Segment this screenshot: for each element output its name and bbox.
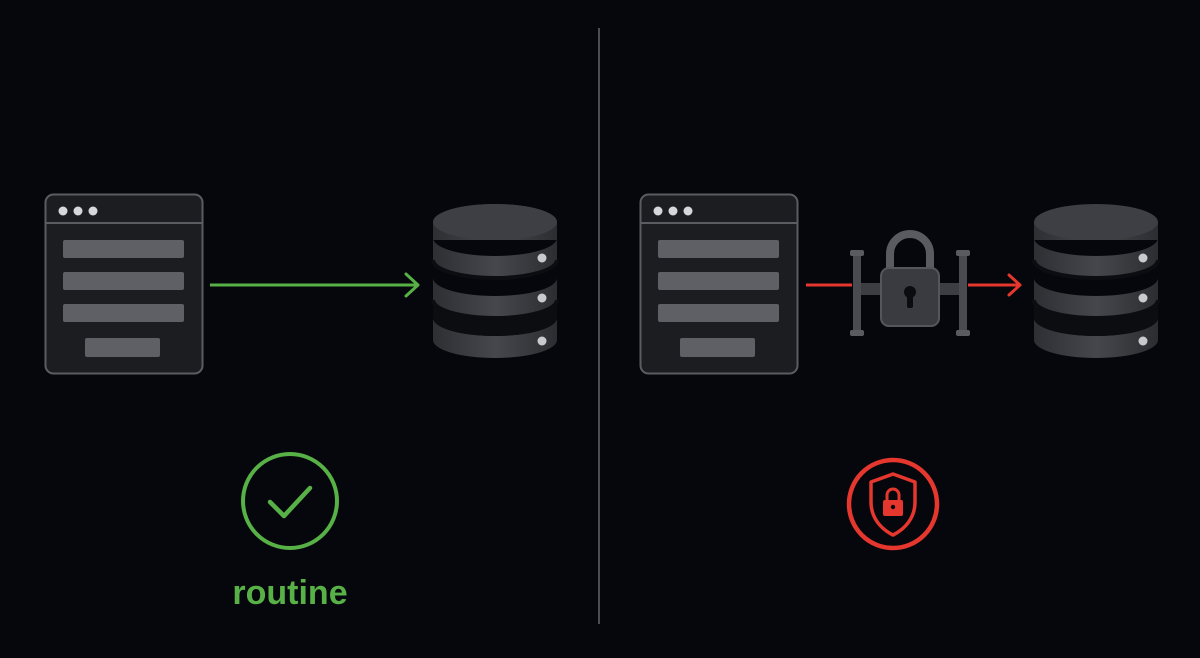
center-divider: [598, 28, 600, 624]
connection-arrow-blocked: [968, 273, 1022, 297]
check-circle-icon: [241, 452, 339, 550]
padlock-icon: [850, 230, 970, 336]
panel-blocked: [600, 0, 1200, 658]
connection-arrow-allowed: [210, 272, 420, 298]
app-window-icon: [639, 193, 799, 375]
shield-lock-icon: [846, 457, 940, 551]
connection-line-blocked: [806, 283, 852, 287]
panel-routine: routine: [44, 193, 559, 612]
app-window-icon: [44, 193, 204, 375]
database-icon: [1032, 204, 1160, 358]
database-icon: [431, 204, 559, 358]
status-label-routine: routine: [232, 574, 348, 612]
